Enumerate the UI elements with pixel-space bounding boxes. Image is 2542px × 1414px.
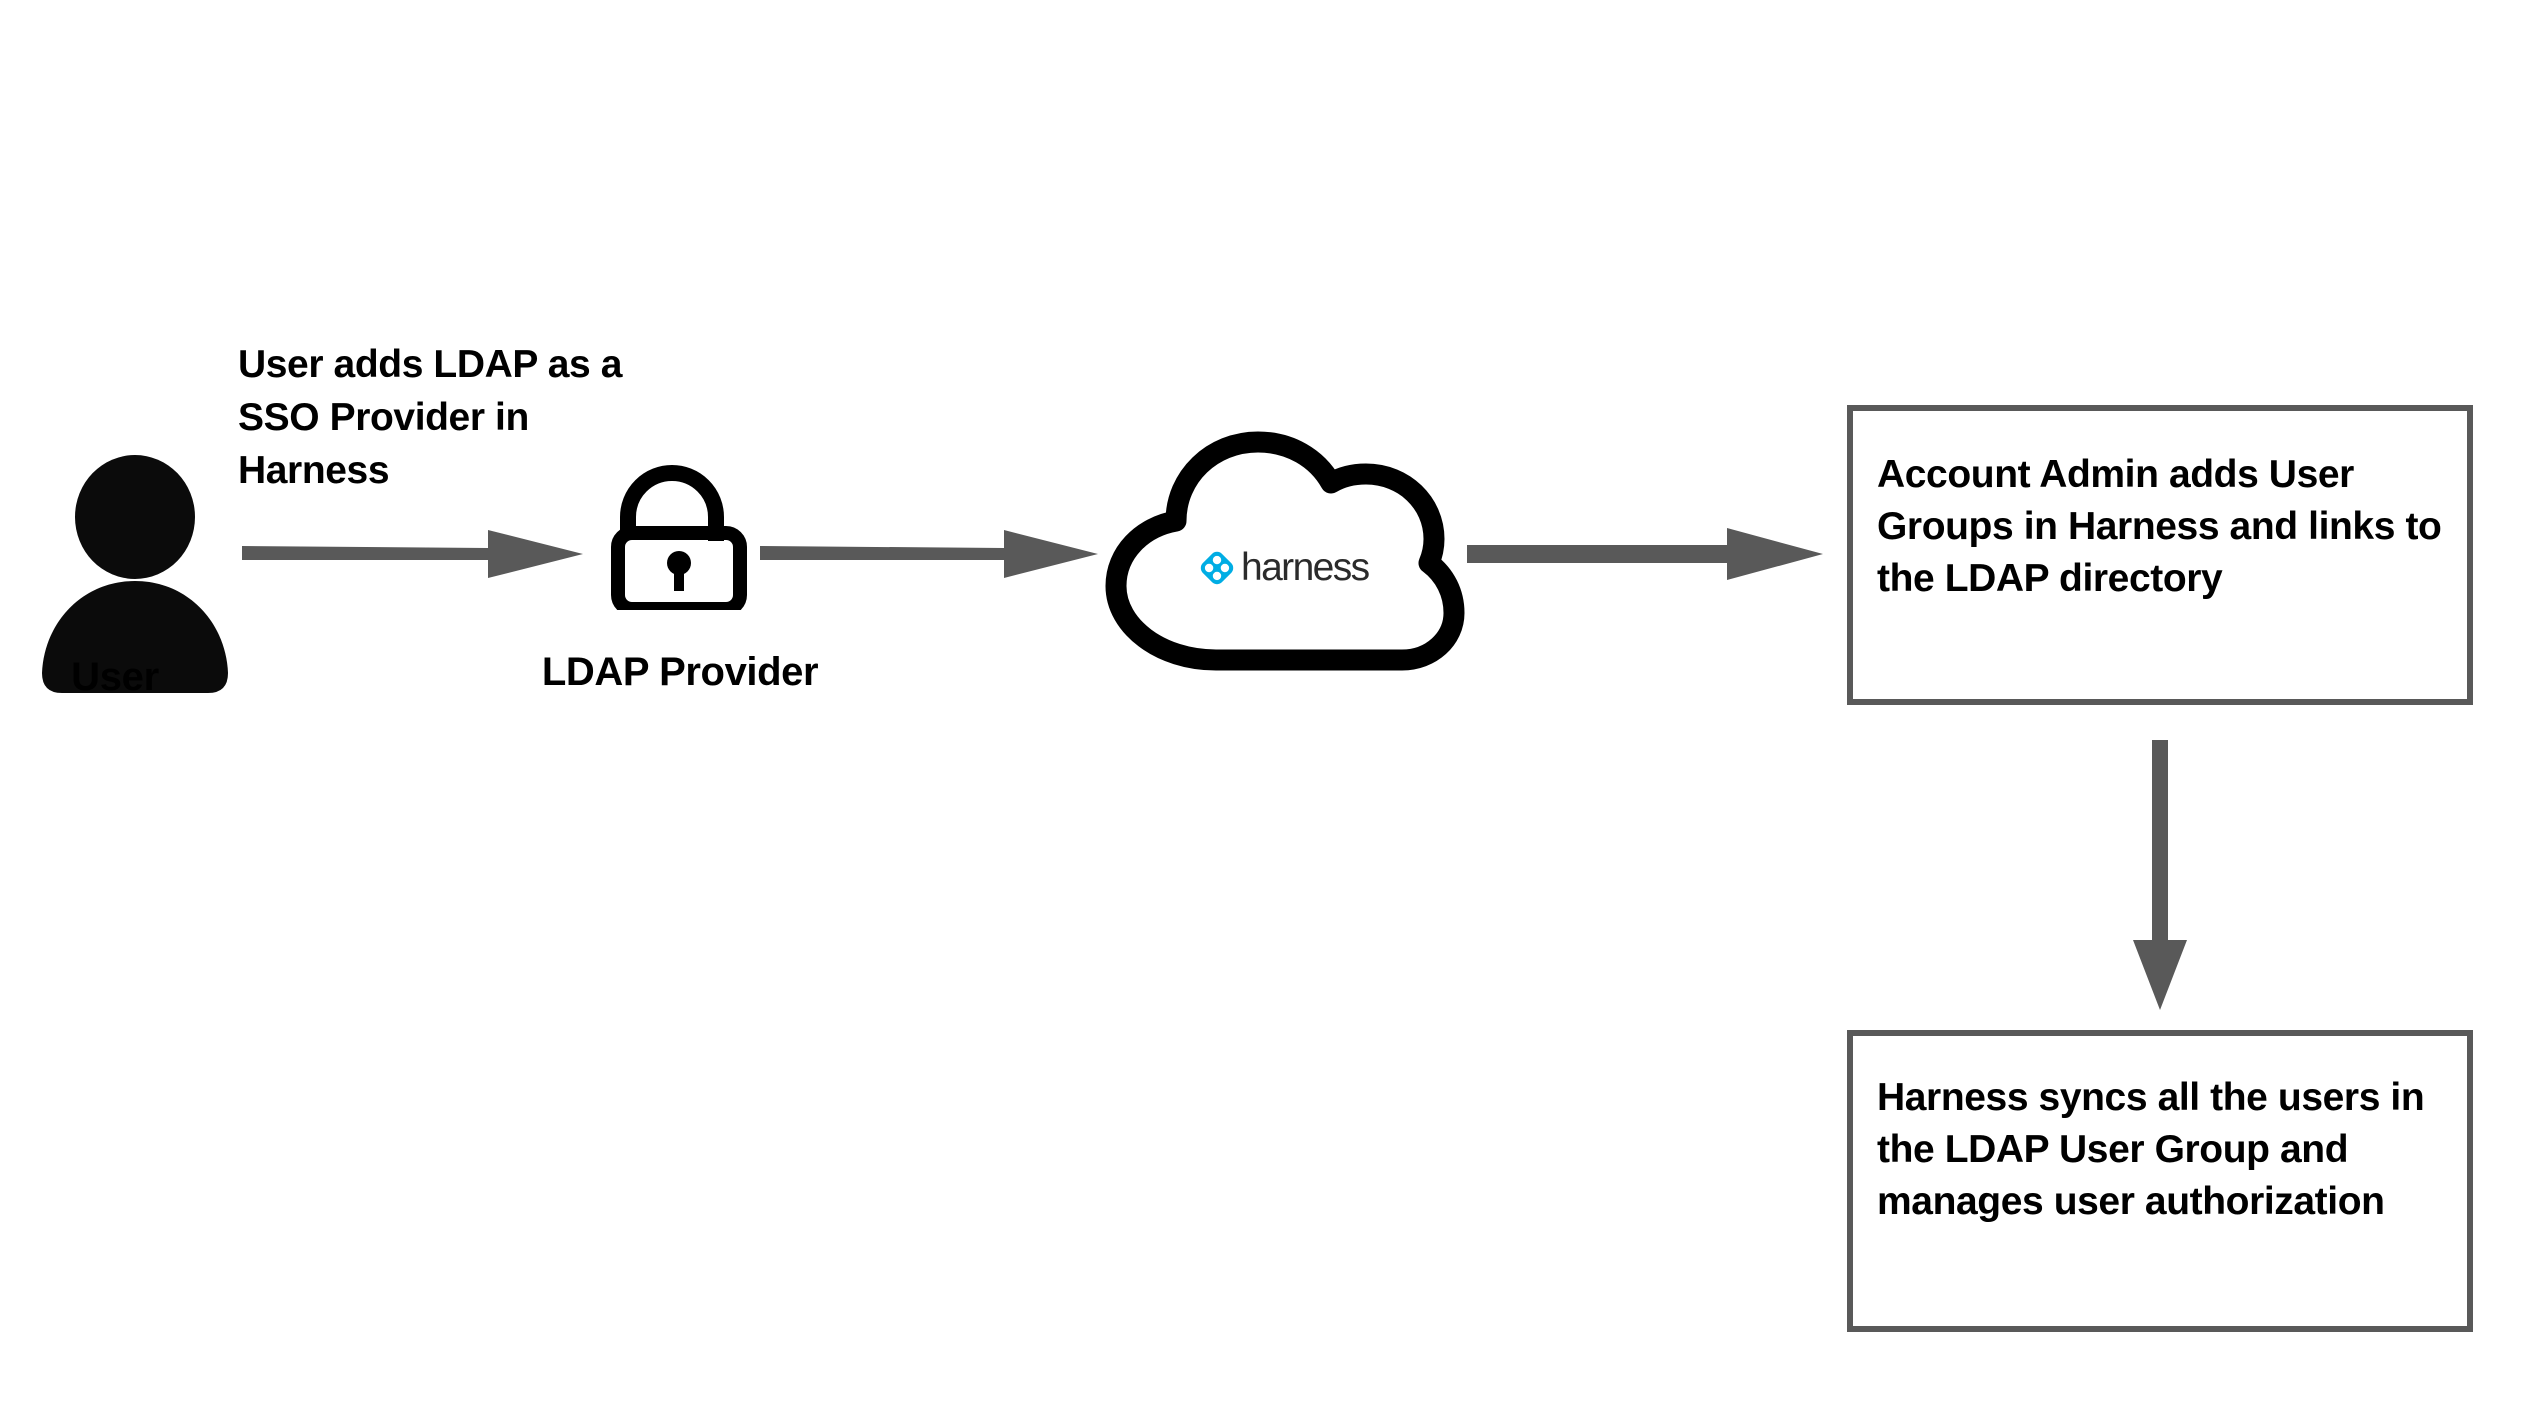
- arrow-admin-to-sync: [2125, 738, 2195, 1013]
- harness-diamond-icon: [1200, 551, 1234, 585]
- arrow-cloud-to-admin: [1465, 520, 1825, 588]
- harness-logo: harness: [1200, 546, 1370, 589]
- harness-sync-box-text: Harness syncs all the users in the LDAP …: [1877, 1076, 2425, 1223]
- cloud-icon: [1098, 420, 1468, 675]
- ldap-provider-label: LDAP Provider: [541, 650, 819, 694]
- user-to-ldap-caption: User adds LDAP as a SSO Provider in Harn…: [238, 343, 623, 492]
- arrow-user-to-ldap: [240, 520, 585, 588]
- arrow-ldap-to-cloud: [758, 520, 1100, 588]
- account-admin-box-text: Account Admin adds User Groups in Harnes…: [1877, 453, 2442, 600]
- person-icon: [40, 455, 230, 705]
- user-label: User: [71, 655, 159, 699]
- open-padlock-icon: [610, 455, 750, 616]
- account-admin-box: Account Admin adds User Groups in Harnes…: [1847, 405, 2473, 705]
- harness-wordmark-text: harness: [1241, 546, 1370, 589]
- harness-sync-box: Harness syncs all the users in the LDAP …: [1847, 1030, 2473, 1332]
